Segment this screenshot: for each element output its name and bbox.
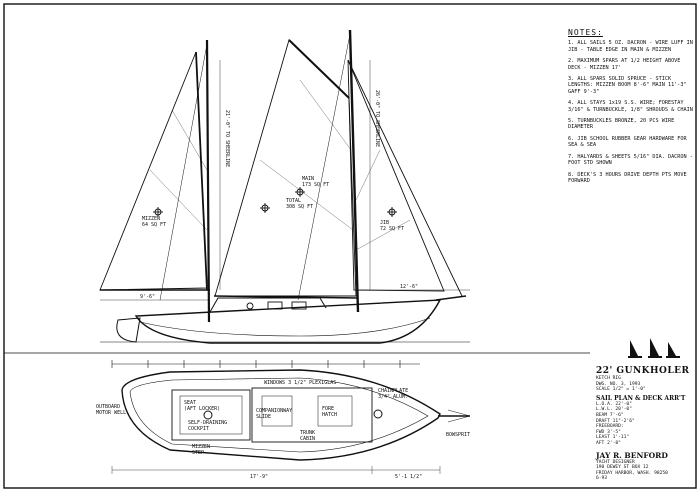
deck-label-windows: WINDOWS 3 1/2" PLEXIGLAS [264, 380, 336, 386]
drawing-date: 6-93 [596, 476, 608, 482]
deck-label-seat-aft: SEAT(AFT LOCKER) [184, 400, 220, 412]
deck-plan-outline [121, 369, 441, 461]
drawing-border [3, 3, 697, 489]
main-height-dim: 26'-0" TO SHEERLINE [374, 90, 380, 147]
plan-total-dim: 17'-9" [250, 474, 268, 480]
mizzen-height-dim: 21'-0" TO SHEERLINE [224, 110, 230, 167]
trunk-cabin-plan [251, 387, 373, 443]
drawing-subtitle: SAIL PLAN & DECK ARR'T [596, 394, 686, 402]
mizzen-boom-dim: 9'-6" [140, 294, 155, 300]
note-item: 3. ALL SPARS SOLID SPRUCE - STICK LENGTH… [568, 76, 687, 95]
notes-panel: NOTES: 1. ALL SAILS 5 OZ. DACRON - WIRE … [568, 28, 694, 189]
cockpit-plan [171, 389, 251, 441]
designer-office: YACHT DESIGNER 190 DEWEY ST BOX 12 FRIDA… [596, 459, 668, 476]
cabin-trunk [209, 297, 327, 313]
note-item: 5. TURNBUCKLES BRONZE, 20 PCS WIRE DIAME… [568, 118, 675, 131]
note-item: 6. JIB SCHOOL RUBBER GEAR HARDWARE FOR S… [568, 135, 687, 149]
mizzen-sail [99, 51, 208, 291]
jib-foot-dim: 12'-6" [400, 284, 418, 290]
bowsprit-label: BOWSPRIT [446, 432, 470, 438]
note-item: 1. ALL SAILS 5 OZ. DACRON - WIRE LUFF IN… [568, 40, 693, 53]
note-item: 2. MAXIMUM SPARS AT 1/2 HEIGHT ABOVE DEC… [568, 58, 681, 71]
mizzen-mast [205, 39, 211, 323]
designer-logo-boats [628, 338, 680, 358]
plan-fwd-dim: 5'-1 1/2" [395, 474, 422, 480]
main-sail [214, 39, 357, 297]
boat-specs: L.O.A. 22'-0" L.W.L. 20'-0" BEAM 7'-6" D… [596, 401, 635, 446]
note-item: 4. ALL STAYS 1x19 S.S. WIRE; FORESTAY 3/… [568, 100, 693, 113]
designer-name: JAY R. BENFORD [596, 450, 668, 460]
drawing-rig-info: KETCH RIG DWG. NO. 3, 1993 SCALE 1/2" = … [596, 376, 646, 393]
notes-heading: NOTES: [568, 28, 603, 37]
hull-profile [134, 299, 442, 344]
note-item: 7. HALYARDS & SHEETS 5/16" DIA. DACRON -… [568, 153, 693, 167]
note-item: 8. DECK'S 3 HOURS DRIVE DEPTH PTS MOVE F… [568, 171, 687, 184]
title-block: 22' GUNKHOLER KETCH RIG DWG. NO. 3, 1993… [596, 366, 696, 482]
drawing-title: 22' GUNKHOLER [596, 366, 690, 376]
jib-sail [347, 59, 445, 292]
outboard-rudder [116, 317, 141, 343]
main-mast [348, 29, 360, 313]
